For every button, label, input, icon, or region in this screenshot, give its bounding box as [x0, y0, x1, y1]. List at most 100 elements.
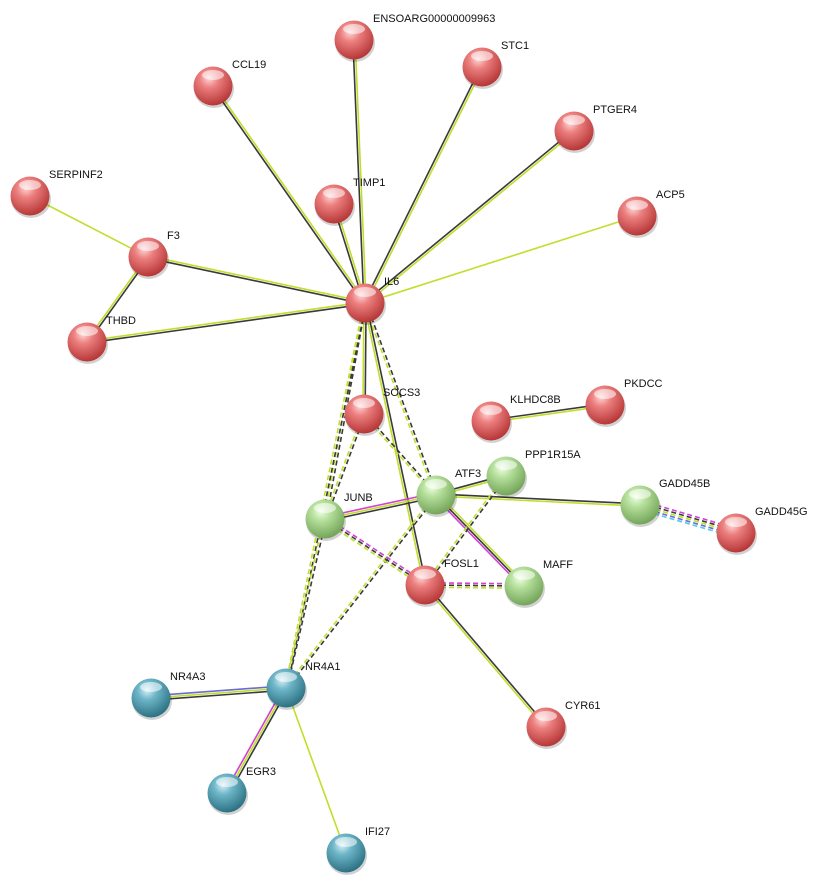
- node-label: FOSL1: [444, 558, 479, 570]
- node-EGR3[interactable]: EGR3: [207, 766, 276, 815]
- edge-ATF3-NR4A1[interactable]: [284, 493, 438, 690]
- node-highlight: [353, 398, 375, 408]
- edge-IL6-FOSL1[interactable]: [363, 302, 427, 586]
- node-label: GADD45G: [755, 506, 808, 518]
- node-SERPINF2[interactable]: SERPINF2: [10, 169, 103, 218]
- node-NR4A3[interactable]: NR4A3: [131, 671, 206, 720]
- node-ATF3[interactable]: ATF3: [416, 468, 482, 517]
- node-label: IFI27: [365, 826, 390, 838]
- edge-NR4A1-IFI27[interactable]: [285, 687, 347, 854]
- node-highlight: [202, 70, 224, 80]
- edge-line-m: [224, 686, 285, 793]
- node-highlight: [335, 837, 357, 847]
- node-label: SERPINF2: [49, 169, 103, 181]
- edge-IL6-NR4A1[interactable]: [284, 302, 367, 689]
- edge-IL6-ENSOARG00000009963[interactable]: [352, 39, 367, 304]
- node-label: PKDCC: [624, 378, 663, 390]
- edge-line-y: [435, 495, 640, 507]
- node-IL6[interactable]: IL6: [345, 276, 400, 325]
- node-JUNB[interactable]: JUNB: [305, 492, 373, 541]
- edge-line-k: [211, 86, 365, 305]
- edge-line-k: [435, 494, 525, 587]
- edge-line-b: [150, 685, 286, 697]
- edge-line-y: [284, 302, 365, 688]
- node-MAFF[interactable]: MAFF: [504, 559, 574, 608]
- edge-NR4A1-EGR3[interactable]: [224, 686, 289, 795]
- node-TIMP1[interactable]: TIMP1: [314, 177, 386, 226]
- node-PTGER4[interactable]: PTGER4: [554, 104, 638, 153]
- edge-IL6-THBD[interactable]: [86, 301, 366, 344]
- edge-line-y: [354, 39, 367, 303]
- edge-line-k: [363, 66, 482, 303]
- edge-ATF3-GADD45B[interactable]: [435, 493, 641, 507]
- node-label: MAFF: [543, 559, 573, 571]
- node-highlight: [323, 188, 345, 198]
- edge-NR4A1-NR4A3[interactable]: [150, 685, 287, 701]
- edge-line-k: [365, 302, 438, 495]
- edge-line-y: [323, 520, 425, 588]
- node-GADD45G[interactable]: GADD45G: [716, 506, 808, 555]
- edge-ATF3-MAFF[interactable]: [433, 492, 527, 589]
- node-STC1[interactable]: STC1: [462, 40, 530, 89]
- node-THBD[interactable]: THBD: [67, 315, 137, 364]
- node-F3[interactable]: F3: [128, 230, 180, 279]
- node-label: STC1: [501, 40, 529, 52]
- edge-line-y: [364, 215, 638, 304]
- node-CCL19[interactable]: CCL19: [193, 59, 267, 108]
- edge-IL6-ACP5[interactable]: [364, 215, 638, 304]
- edge-F3-SERPINF2[interactable]: [29, 195, 149, 258]
- node-label: CCL19: [232, 59, 266, 71]
- node-label: ENSOARG00000009963: [373, 13, 495, 25]
- edge-line-k: [286, 519, 327, 689]
- edge-line-k: [151, 689, 287, 701]
- node-highlight: [535, 711, 557, 721]
- edge-line-y: [423, 474, 506, 585]
- node-highlight: [563, 115, 585, 125]
- node-label: CYR61: [565, 700, 600, 712]
- edge-line-y: [365, 67, 484, 304]
- node-FOSL1[interactable]: FOSL1: [405, 558, 479, 607]
- node-PKDCC[interactable]: PKDCC: [585, 378, 663, 427]
- node-PPP1R15A[interactable]: PPP1R15A: [486, 449, 582, 498]
- edge-line-y: [284, 493, 436, 688]
- node-highlight: [480, 405, 502, 415]
- edge-line-k: [436, 493, 641, 505]
- node-highlight: [629, 489, 651, 499]
- node-SOCS3[interactable]: SOCS3: [344, 387, 421, 436]
- edge-line-y: [284, 518, 325, 688]
- edge-line-y: [365, 131, 576, 305]
- edge-line-k: [147, 257, 365, 305]
- node-highlight: [137, 241, 159, 251]
- edge-line-y: [363, 303, 425, 586]
- node-label: PTGER4: [593, 104, 637, 116]
- edge-IL6-STC1[interactable]: [363, 66, 484, 304]
- edge-IL6-F3[interactable]: [147, 255, 366, 305]
- node-GADD45B[interactable]: GADD45B: [620, 478, 711, 527]
- node-label: ATF3: [455, 468, 481, 480]
- node-IFI27[interactable]: IFI27: [326, 826, 391, 875]
- edge-line-y: [29, 195, 149, 258]
- edge-line-y: [285, 687, 347, 854]
- edge-line-k: [228, 688, 289, 795]
- edge-IL6-ATF3[interactable]: [363, 302, 438, 496]
- edge-line-k: [363, 129, 574, 303]
- edge-JUNB-FOSL1[interactable]: [323, 516, 427, 588]
- edge-line-k: [425, 476, 508, 587]
- node-ACP5[interactable]: ACP5: [617, 189, 685, 238]
- edge-IL6-PTGER4[interactable]: [363, 129, 576, 305]
- node-highlight: [343, 24, 365, 34]
- edge-line-y: [150, 687, 287, 699]
- edge-line-k: [352, 40, 365, 304]
- node-CYR61[interactable]: CYR61: [526, 700, 601, 749]
- edge-JUNB-NR4A1[interactable]: [284, 518, 327, 689]
- node-label: ACP5: [656, 189, 685, 201]
- node-label: SOCS3: [383, 387, 420, 399]
- edge-PPP1R15A-FOSL1[interactable]: [423, 474, 508, 587]
- node-ENSOARG00000009963[interactable]: ENSOARG00000009963: [334, 13, 496, 62]
- edge-FOSL1-CYR61[interactable]: [423, 583, 548, 729]
- node-KLHDC8B[interactable]: KLHDC8B: [471, 394, 561, 443]
- node-NR4A1[interactable]: NR4A1: [266, 661, 341, 710]
- edge-line-k: [365, 302, 427, 585]
- edge-IL6-CCL19[interactable]: [211, 84, 367, 305]
- edge-line-y: [86, 301, 365, 342]
